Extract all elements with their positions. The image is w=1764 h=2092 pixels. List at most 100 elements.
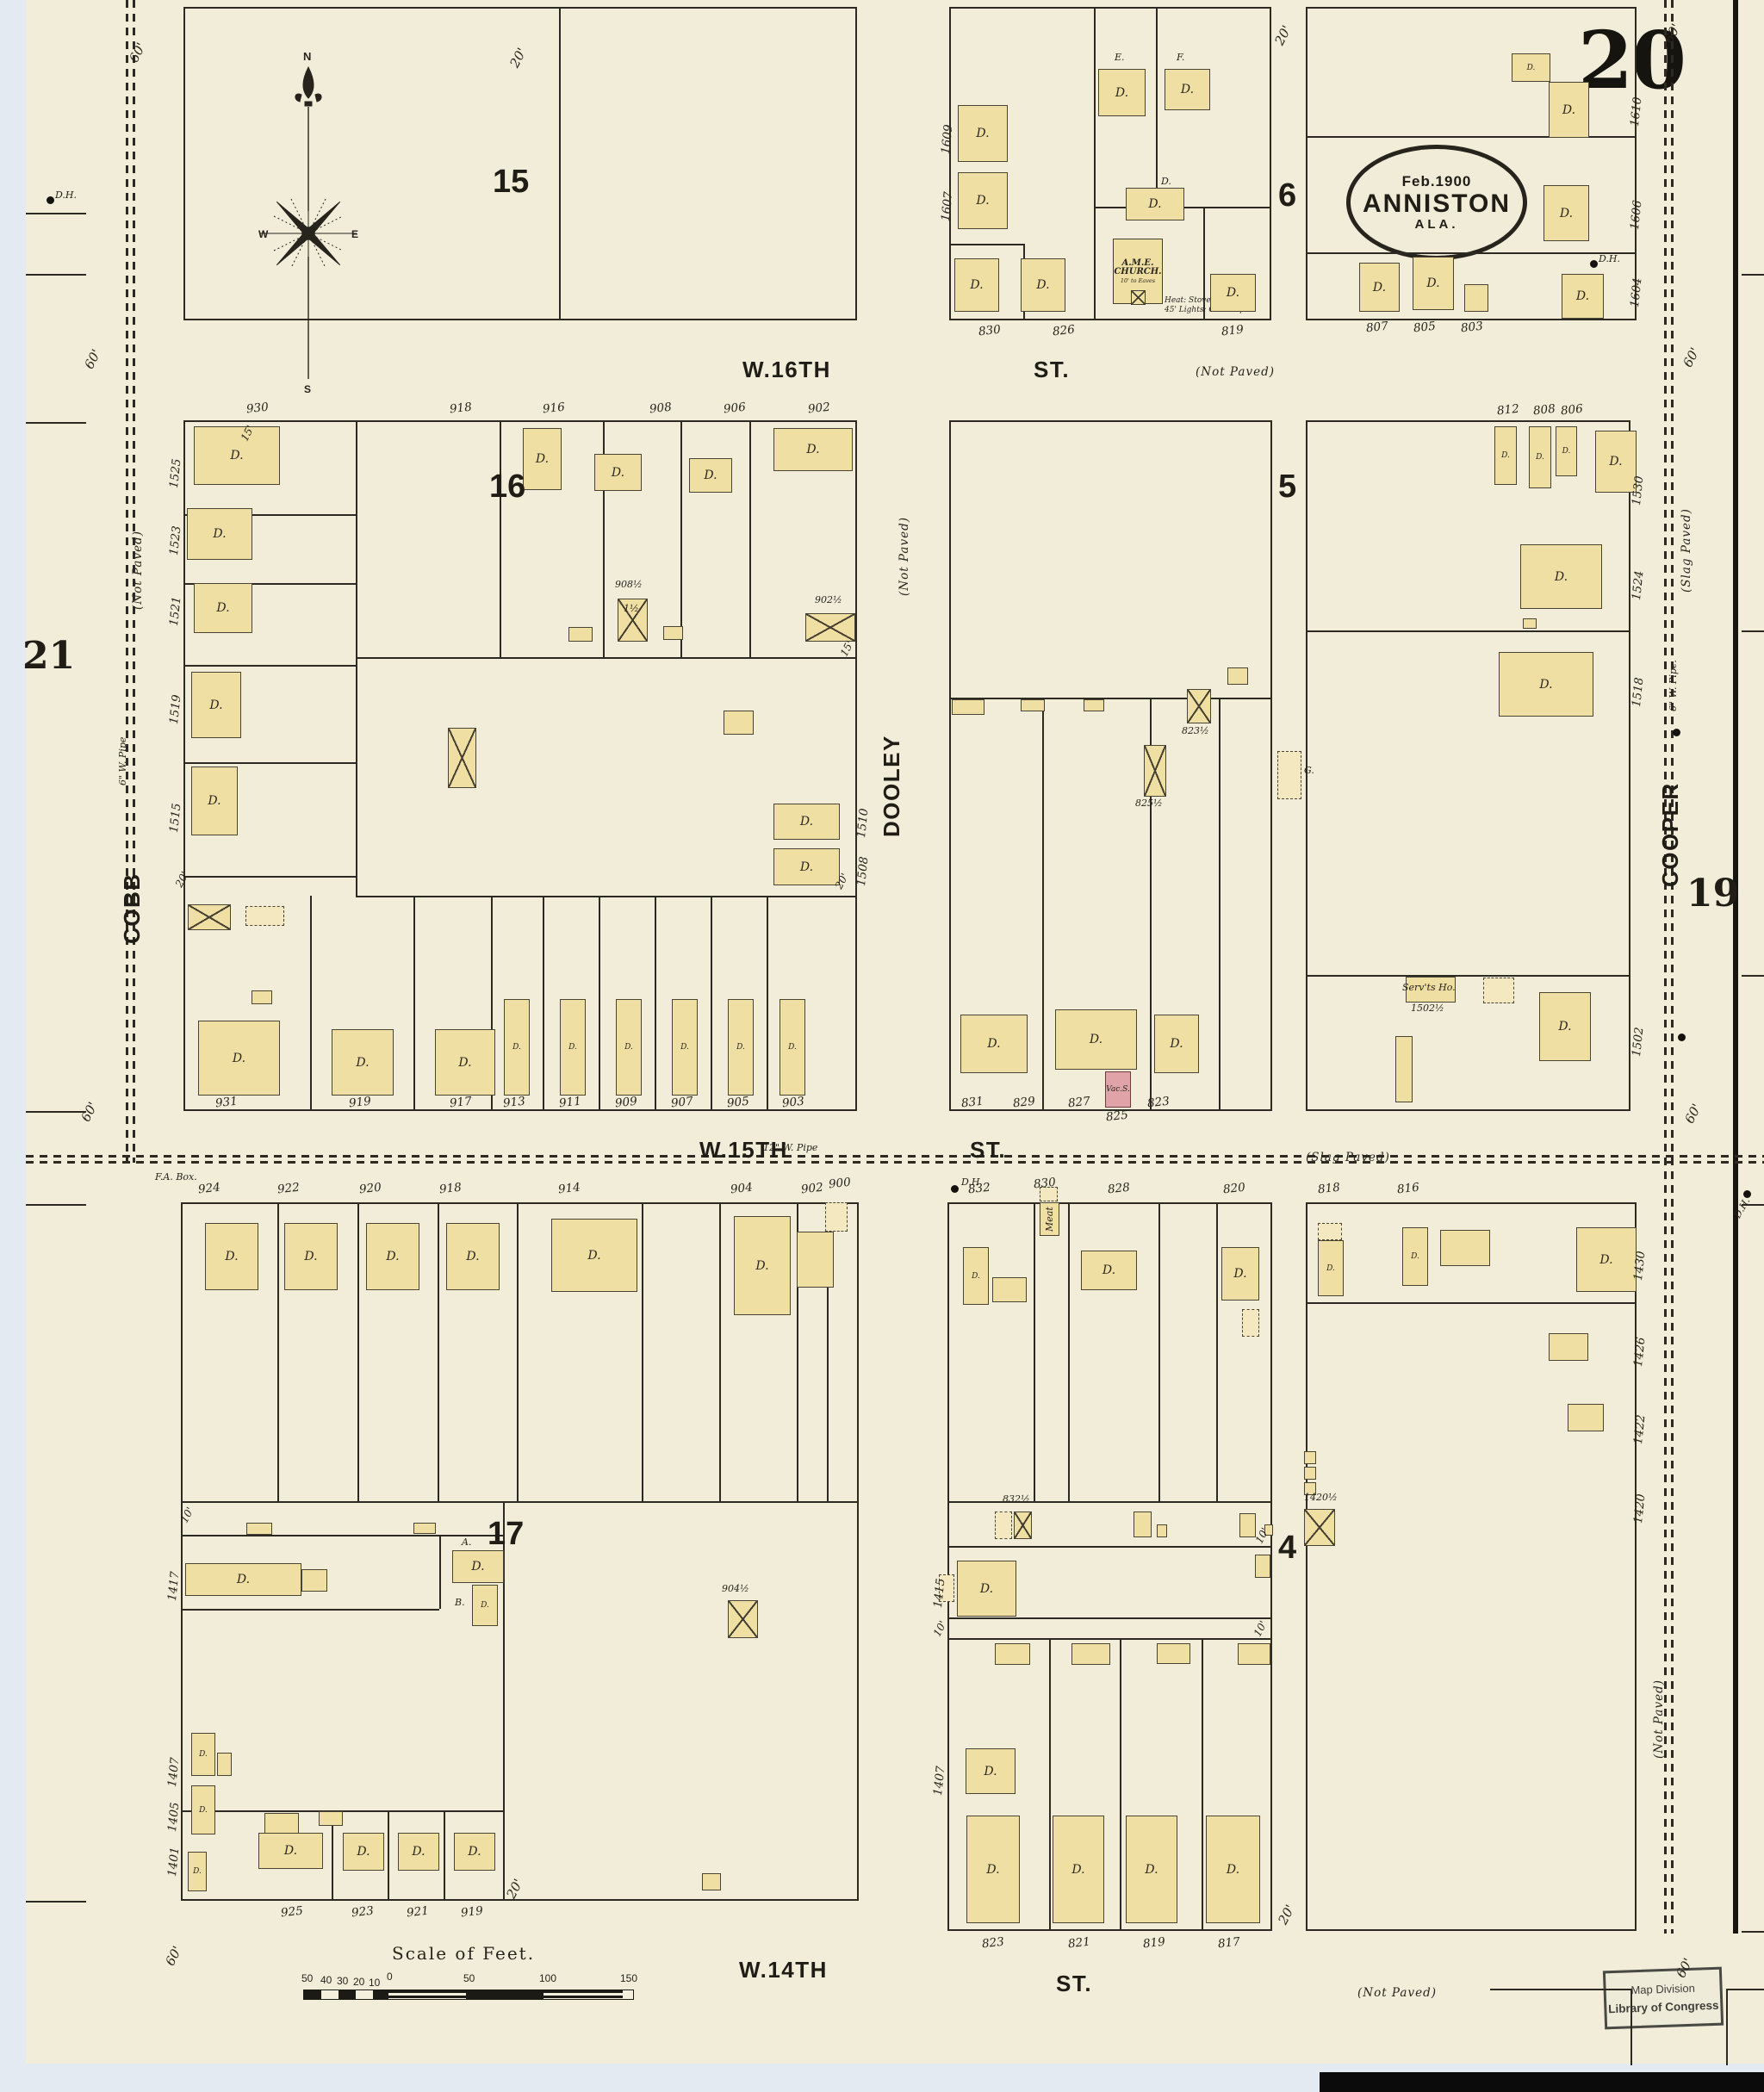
paving-label: (Not Paved) [1196, 365, 1275, 379]
annotation-label: F. [1177, 52, 1185, 63]
lot-line [388, 1810, 389, 1901]
church-utility-note: Heat: Stoves 45' Lights: Oil Lamps [1165, 296, 1249, 315]
building-footprint [663, 626, 683, 640]
building-footprint: D. [398, 1833, 439, 1871]
lot-line [26, 1204, 86, 1206]
title-city: ANNISTON [1362, 189, 1512, 218]
building-use-label: D. [412, 1845, 425, 1859]
annotation-label: 1½ [624, 603, 639, 614]
distance-label: 20' [1275, 1902, 1299, 1927]
house-number-label: 924 [197, 1180, 221, 1197]
building-footprint: D. [1595, 431, 1637, 493]
building-footprint: D. [332, 1029, 394, 1096]
house-number-label: 1508 [854, 855, 872, 887]
building-use-label: D. [216, 601, 230, 615]
block-number-label: 4 [1278, 1530, 1297, 1566]
lot-line [183, 762, 357, 764]
scale-tick-label: 150 [620, 1972, 638, 1984]
building-footprint: D. [198, 1021, 280, 1096]
lot-line [1630, 1989, 1632, 2065]
building-footprint: D. [1154, 1015, 1199, 1073]
building-footprint: D. [188, 1852, 207, 1891]
house-number-label: 825 [1105, 1108, 1129, 1125]
sheet-number: 20 [1578, 14, 1686, 107]
block-number-label: 6 [1278, 177, 1297, 214]
building-outbuilding-dashed [825, 1202, 848, 1232]
building-use-label: D. [587, 1248, 601, 1263]
house-number-label: 827 [1067, 1094, 1091, 1111]
building-use-label: D. [1180, 83, 1195, 96]
building-footprint: D. [773, 848, 840, 885]
house-number-label: 922 [276, 1180, 301, 1197]
house-number-label: 1407 [931, 1765, 948, 1797]
street-center-dashed-line [26, 1155, 1764, 1158]
building-footprint: D. [1098, 69, 1146, 116]
block-outline [1306, 420, 1630, 1111]
lot-line [1094, 7, 1096, 320]
building-use-label: D. [1145, 1862, 1158, 1877]
lot-line [1742, 1931, 1764, 1933]
building-use-label: D. [232, 1051, 246, 1065]
house-number-label: 902 [807, 400, 831, 417]
house-number-label: 930 [245, 400, 270, 417]
building-use-label: D. [1575, 289, 1590, 303]
building-use-label: D. [970, 278, 984, 292]
lot-line [183, 583, 357, 585]
lot-line [332, 1810, 333, 1901]
house-number-label: 902 [800, 1180, 824, 1197]
lot-line [277, 1202, 279, 1501]
hydrant-dot [1678, 1034, 1686, 1041]
lot-line [1203, 207, 1205, 320]
street-center-dashed-line [26, 1161, 1764, 1164]
building-footprint: D. [185, 1563, 301, 1596]
building-footprint: D. [560, 999, 586, 1096]
street-name-label: W.15TH [699, 1137, 788, 1163]
church-name-line1: A.M.E. [1121, 258, 1154, 268]
lot-line [1306, 975, 1630, 977]
building-footprint [246, 1523, 272, 1535]
water-pipe-label: 6" W. Pipe [117, 736, 128, 785]
adjacent-sheet-number: 19 [1686, 872, 1740, 916]
building-use-label: D. [225, 1250, 239, 1263]
building-use-label: D. [1226, 1862, 1240, 1877]
building-footprint: D. [1529, 426, 1551, 488]
building-use-label: D. [1426, 276, 1440, 290]
house-number-label: 1521 [167, 595, 184, 627]
house-number-label: 808 [1532, 401, 1556, 419]
paving-label: (Not Paved) [1357, 1986, 1437, 2000]
house-number-label: 1525 [167, 457, 184, 489]
building-footprint [568, 627, 593, 642]
building-crosshatched [188, 904, 231, 930]
building-footprint [217, 1753, 232, 1776]
lot-line [1726, 1989, 1764, 1990]
lot-line [1202, 1638, 1203, 1931]
building-footprint: D. [1221, 1247, 1259, 1301]
church-heat-note: Heat: Stoves [1165, 296, 1215, 305]
building-footprint: D. [1126, 188, 1184, 220]
building-use-label: D. [386, 1250, 400, 1263]
building-outbuilding-dashed [1483, 978, 1514, 1003]
house-number-label: 923 [351, 1903, 375, 1921]
building-use-label: D. [208, 794, 221, 808]
lot-line [26, 213, 86, 214]
house-number-label: 821 [1067, 1934, 1091, 1952]
distance-label: 60' [78, 1099, 102, 1125]
building-footprint [1040, 1202, 1059, 1236]
building-use-label: D. [466, 1250, 480, 1263]
street-name-label: COOPER [1657, 782, 1683, 887]
scan-edge-left [0, 0, 26, 2092]
building-footprint: D. [954, 258, 999, 312]
building-footprint [1134, 1512, 1152, 1537]
lot-line [1219, 698, 1221, 1111]
building-footprint: D. [966, 1816, 1020, 1923]
building-use-label: D. [1526, 63, 1536, 72]
building-use-label: D. [357, 1845, 370, 1859]
scale-tick-label: 0 [387, 1971, 393, 1983]
compass-east-label: E [351, 228, 358, 240]
church-eaves-note: 10' to Eaves [1120, 276, 1156, 284]
lot-line [438, 1202, 439, 1501]
building-footprint: D. [958, 172, 1008, 229]
building-footprint: D. [1544, 185, 1589, 241]
annotation-label: A. [462, 1536, 472, 1548]
block-outline [949, 420, 1272, 1111]
